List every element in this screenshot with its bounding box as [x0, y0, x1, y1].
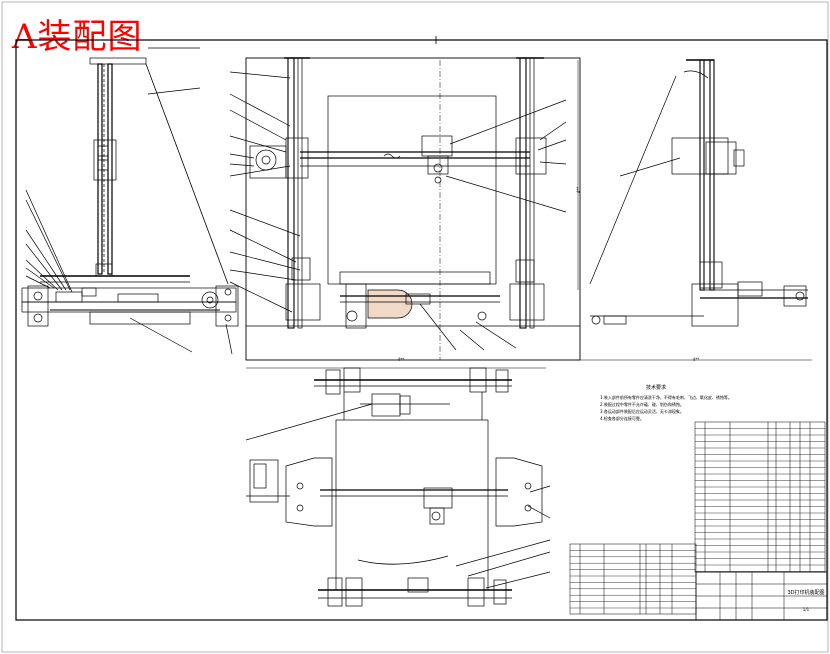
side-width-dimension: 4** — [693, 357, 700, 362]
tech-requirements-heading: 技术要求 — [646, 384, 666, 391]
title-block — [695, 571, 828, 621]
tech-requirement-line-1: 1.装入部件前所有零件应清洗干净，不得有毛刺、飞边、氧化皮、锈蚀等。 — [600, 394, 732, 400]
title-block-drawing-name: 3D打印机装配图 — [787, 589, 824, 596]
title-block-sheet: 1/1 — [803, 607, 810, 612]
parts-list-left-rows — [570, 550, 696, 609]
parts-list-left — [569, 543, 697, 615]
right-side-view — [576, 59, 812, 361]
front-view — [229, 57, 581, 369]
front-width-dimension: 4** — [398, 357, 405, 362]
sheet-inner-frame — [15, 39, 828, 621]
parts-list-right-rows — [695, 428, 825, 572]
tech-requirement-line-2: 2.装配过程中零件不允许磕、碰、划伤和锈蚀。 — [600, 401, 684, 407]
tech-requirement-line-3: 3.各运动部件装配后应运动灵活，无卡滞现象。 — [600, 408, 684, 414]
top-view — [245, 367, 551, 607]
parts-list-right — [694, 421, 826, 573]
total-height-dimension: 4** — [576, 187, 581, 194]
tech-requirement-line-4: 4.检查各部分连接可靠。 — [600, 415, 644, 421]
technical-requirements: 技术要求 1.装入部件前所有零件应清洗干净，不得有毛刺、飞边、氧化皮、锈蚀等。 … — [600, 384, 732, 421]
drawing-title: A装配图 — [12, 17, 143, 57]
left-side-view — [21, 47, 239, 355]
